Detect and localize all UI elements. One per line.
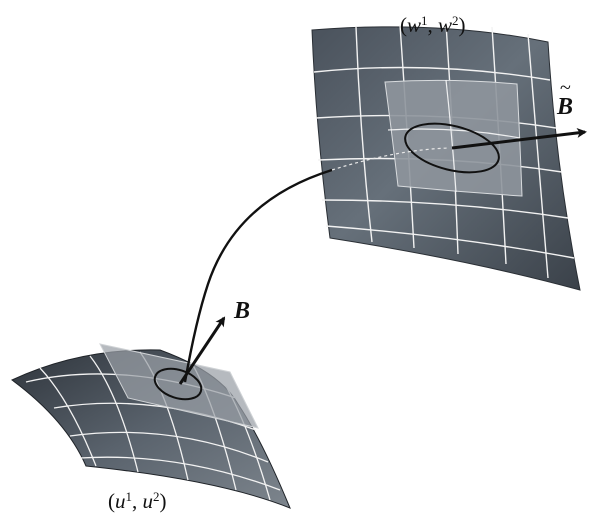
hidden-curve-dotted	[331, 147, 449, 171]
vector-b-arrow	[178, 316, 226, 385]
bottom-ellipse	[153, 367, 203, 401]
tilde-accent: ~	[560, 77, 571, 99]
top-chart-patch	[384, 79, 523, 197]
mapping-curve	[183, 168, 333, 383]
vector-b-tilde-arrow	[451, 127, 587, 150]
tangent-plane	[99, 343, 259, 429]
top-coords-label: (w1, w2)	[400, 13, 466, 38]
bottom-coords-label: (u1, u2)	[108, 489, 167, 514]
top-surface	[311, 23, 581, 291]
vector-b-tilde-label: B	[556, 94, 573, 120]
bottom-surface	[11, 343, 291, 509]
vector-b-label: B	[233, 298, 250, 324]
top-ellipse	[404, 122, 500, 174]
